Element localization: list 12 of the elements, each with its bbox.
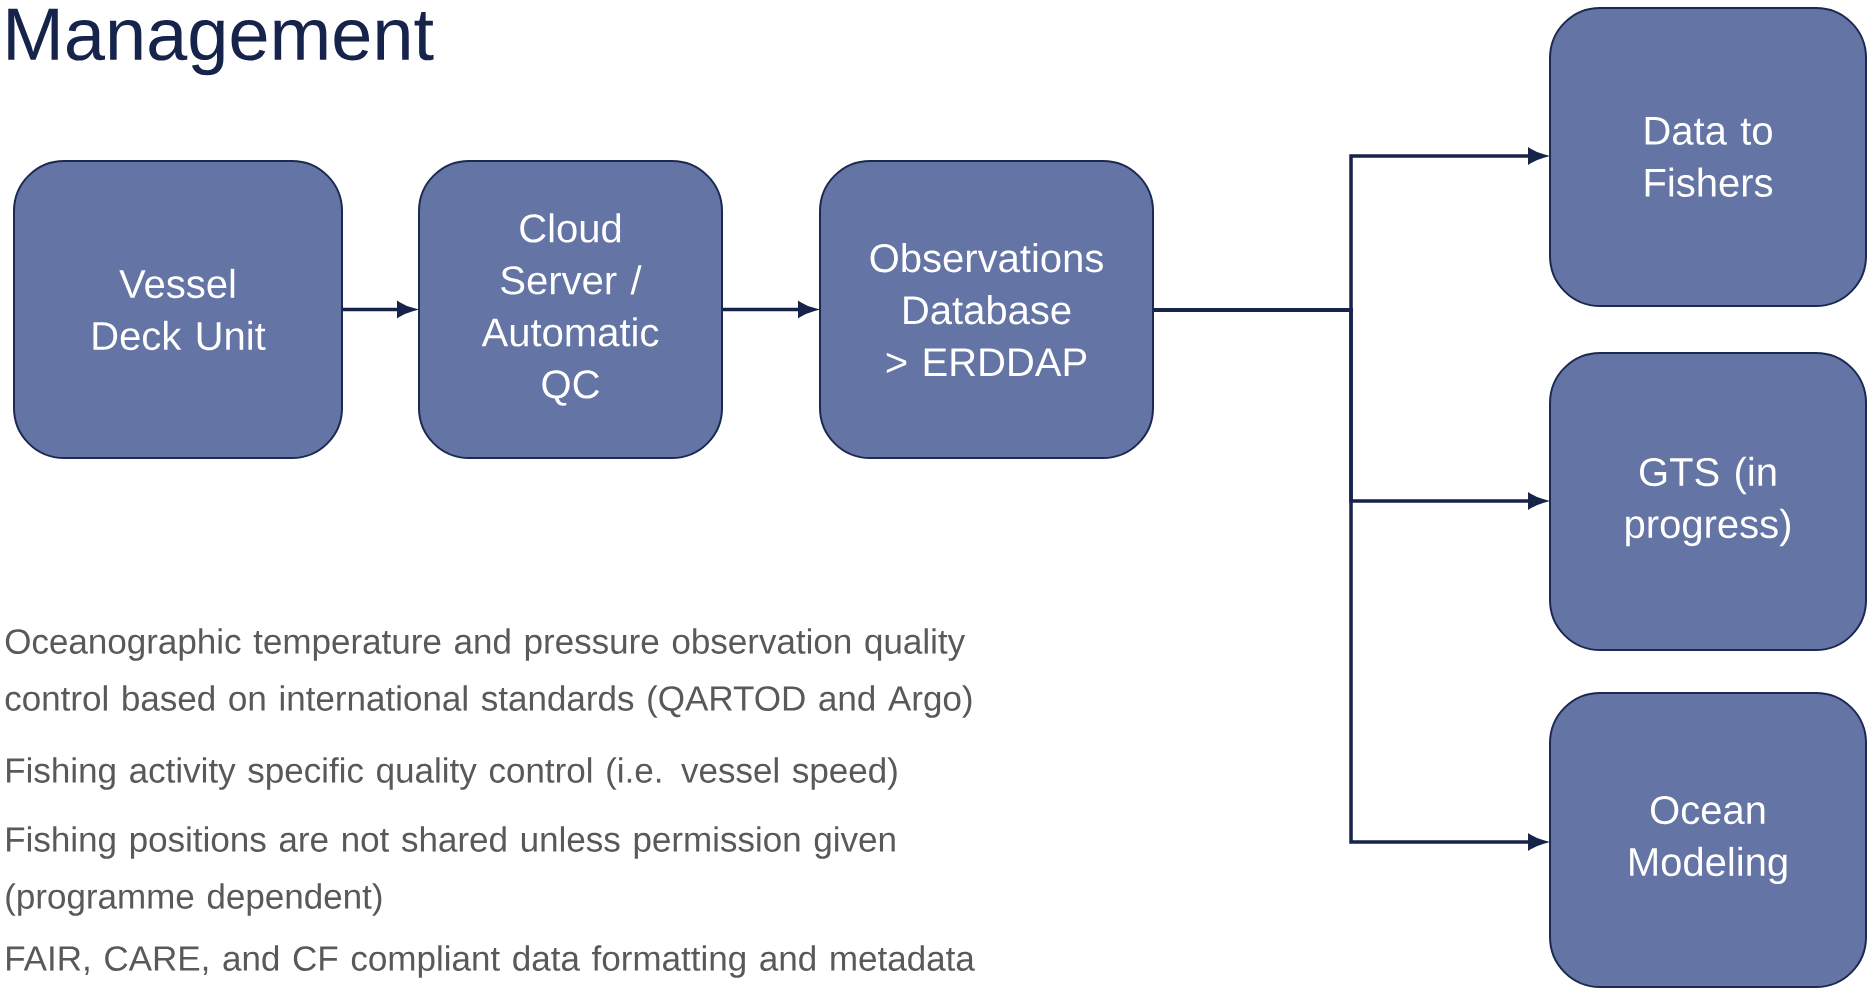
process-box: Ocean Modeling (1549, 692, 1867, 988)
bullet-text: Fishing positions are not shared unless permission given (programme dependent) (6, 826, 895, 916)
process-box: Cloud Server / Automatic QC (418, 160, 723, 459)
arrow (1153, 308, 1546, 850)
title: Management (8, 8, 434, 76)
process-box: GTS (in progress) (1549, 352, 1867, 651)
process-box: Observations Database > ERDDAP (819, 160, 1154, 459)
process-box: Vessel Deck Unit (13, 160, 343, 459)
bullet-text: Fishing activity specific quality control (i.e. vessel speed) (7, 757, 897, 790)
bullet-text: FAIR, CARE, and CF compliant data formatting and metadata (7, 945, 975, 978)
process-box: Data to Fishers (1549, 7, 1867, 307)
bullet-text: Oceanographic temperature and pressure observation quality control based on international standards (QARTOD and Argo) (5, 628, 972, 718)
